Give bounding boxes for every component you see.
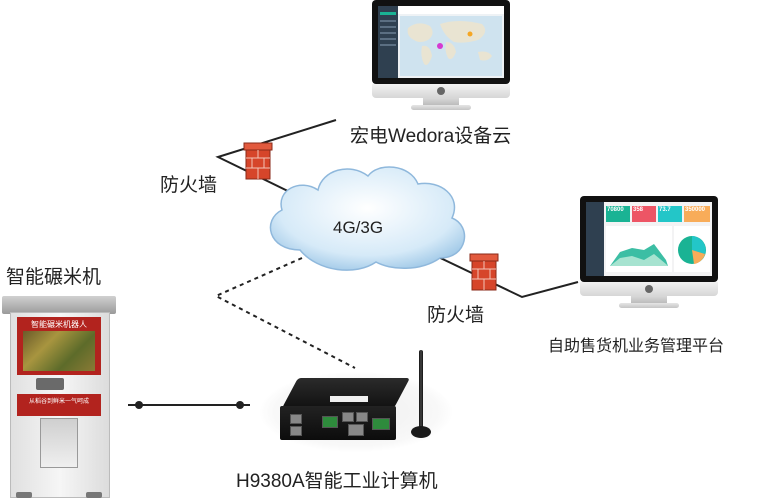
monitor-base [411, 105, 471, 110]
monitor-stand [423, 98, 459, 106]
serial-port-icon [290, 414, 302, 424]
kiosk-banner: 从稻谷到鲜米一气呵成 [17, 394, 101, 416]
dashboard-main: 70800 358 73.7 350000 [604, 202, 712, 276]
firewall-left-icon [243, 142, 273, 180]
link-node-right [236, 401, 244, 409]
vending-platform-screen: 70800 358 73.7 350000 [580, 196, 718, 282]
link-vending-platform [431, 253, 579, 299]
power-terminal-icon [372, 418, 390, 430]
stats-dashboard: 70800 358 73.7 350000 [586, 202, 712, 276]
cloud-platform-label: 宏电Wedora设备云 [350, 126, 512, 147]
monitor-chin [372, 84, 510, 98]
firewall-left-label: 防火墙 [160, 175, 218, 196]
cloud-label: 4G/3G [333, 218, 384, 237]
stat-card-4: 350000 [684, 206, 710, 222]
dashboard-sidebar [586, 202, 604, 276]
ethernet-port-icon [348, 424, 364, 436]
vending-platform-label: 自助售货机业务管理平台 [548, 338, 725, 355]
router-top [282, 378, 410, 408]
monitor-chin [580, 282, 718, 296]
router-label-plate [330, 396, 368, 402]
kiosk-foot [86, 492, 102, 498]
apple-logo-icon [645, 285, 653, 293]
kiosk-label: 智能碾米机 [6, 267, 102, 288]
kiosk-display: 智能碾米机器人 [17, 317, 101, 375]
kiosk-roof [2, 296, 116, 314]
firewall-right-label: 防火墙 [427, 305, 485, 326]
kiosk-foot [16, 492, 32, 498]
cloud-platform-screen [372, 0, 510, 84]
cloud-shape [269, 166, 466, 271]
kiosk-coin-slot [36, 378, 64, 390]
antenna-base [411, 426, 431, 438]
map-dashboard [378, 6, 504, 78]
link-node-left [135, 401, 143, 409]
kiosk-display-title: 智能碾米机器人 [31, 320, 87, 329]
dashboard-charts [606, 226, 710, 272]
link-cloud-platform [215, 119, 337, 197]
serial-port-icon [290, 426, 302, 436]
world-map-icon [378, 6, 504, 78]
usb-port-icon [356, 412, 368, 422]
antenna-icon [419, 350, 423, 430]
stat-card-3: 73.7 [658, 206, 682, 222]
kiosk-dispenser-door [40, 418, 78, 468]
firewall-right-icon [469, 253, 499, 291]
monitor-base [619, 303, 679, 308]
kiosk-banner-text: 从稻谷到鲜米一气呵成 [28, 399, 89, 405]
link-wireless [213, 257, 356, 369]
usb-port-icon [342, 412, 354, 422]
stat-card-1: 70800 [606, 206, 630, 222]
monitor-stand [631, 296, 667, 304]
industrial-computer-label: H9380A智能工业计算机 [236, 471, 438, 492]
stat-card-2: 358 [632, 206, 656, 222]
apple-logo-icon [437, 87, 445, 95]
rice-field-image [23, 331, 95, 371]
terminal-block-icon [322, 416, 338, 428]
